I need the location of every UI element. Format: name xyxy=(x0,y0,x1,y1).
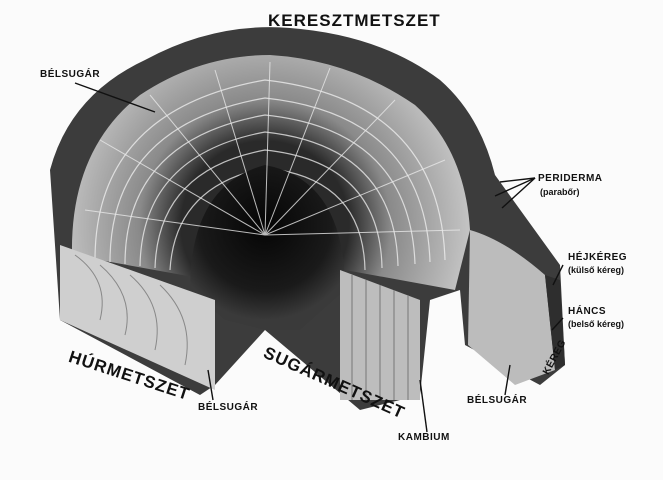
bark-side-segment xyxy=(468,230,555,385)
heartwood xyxy=(190,165,345,330)
label-keresztmetszet: KERESZTMETSZET xyxy=(268,11,441,30)
label-periderma: PERIDERMA xyxy=(538,173,603,184)
tangential-face xyxy=(60,245,215,390)
label-belsugar-bottom-left: BÉLSUGÁR xyxy=(198,402,259,413)
label-belsugar-top: BÉLSUGÁR xyxy=(40,69,101,80)
medullary-rays xyxy=(84,61,461,236)
bark-layer xyxy=(545,275,565,370)
radial-grain xyxy=(351,275,409,400)
label-belsugar-bottom-right: BÉLSUGÁR xyxy=(467,395,528,406)
label-hejkereg: HÉJKÉREG xyxy=(568,252,628,263)
label-kambium: KAMBIUM xyxy=(398,432,450,443)
label-hancs: HÁNCS xyxy=(568,306,607,317)
label-periderma-sub: (parabőr) xyxy=(540,187,580,197)
tangential-grain xyxy=(74,254,188,366)
leader-lines xyxy=(74,82,564,433)
label-hancs-sub: (belső kéreg) xyxy=(568,319,625,329)
label-hejkereg-sub: (külső kéreg) xyxy=(568,265,625,275)
